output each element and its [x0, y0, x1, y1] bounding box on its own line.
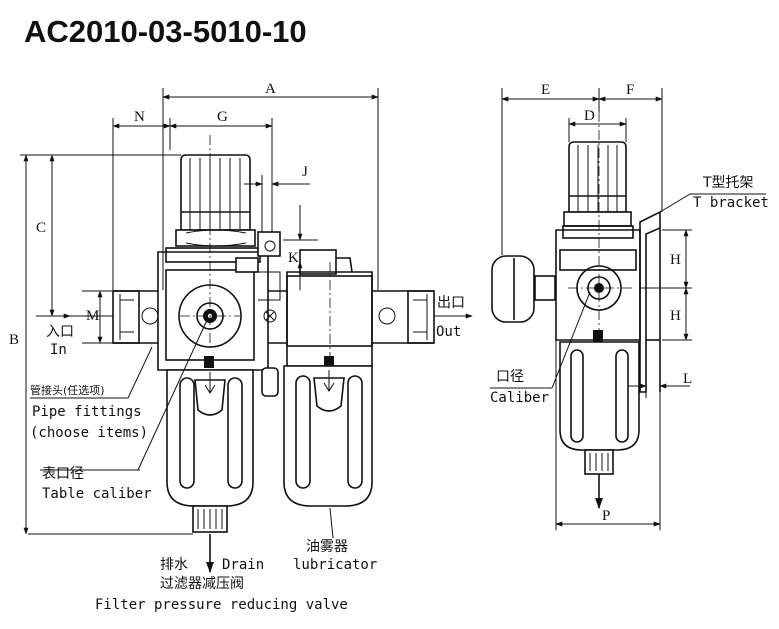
dim-E: E — [541, 82, 550, 98]
inlet-label-en: In — [50, 342, 67, 358]
table-caliber-label-cn: 表口径 — [42, 466, 84, 482]
outlet-label-en: Out — [436, 324, 461, 340]
dim-B: B — [9, 332, 19, 348]
pipe-fittings-label-cn: 管接头(任选项) — [30, 383, 105, 397]
outlet-label-cn: 出口 — [437, 295, 465, 311]
caliber-label-cn: 口径 — [496, 369, 524, 385]
caliber-label-en: Caliber — [490, 390, 549, 406]
dim-C: C — [36, 220, 46, 236]
filter-label-cn: 过滤器减压阀 — [160, 576, 244, 592]
dim-F: F — [626, 82, 634, 98]
dim-L: L — [683, 371, 692, 387]
dim-K: K — [288, 250, 299, 266]
dim-H2: H — [670, 308, 681, 324]
dim-D: D — [584, 108, 595, 124]
drain-label-cn: 排水 — [160, 557, 188, 573]
t-bracket — [639, 210, 661, 393]
front-view: A N G J K B C M — [9, 81, 473, 613]
lubricator-label-cn: 油雾器 — [306, 539, 348, 555]
dim-G: G — [217, 109, 228, 125]
side-knob — [563, 141, 632, 227]
side-body — [555, 112, 641, 342]
lubricator-unit — [283, 249, 373, 507]
pressure-gauge — [491, 255, 556, 323]
regulator-knob — [175, 154, 256, 247]
side-bowl — [559, 341, 640, 475]
inlet-label-cn: 入口 — [46, 324, 74, 340]
side-leader-lines — [490, 193, 766, 389]
filter-bowl — [166, 356, 254, 533]
lubricator-label-en: lubricator — [293, 557, 377, 573]
front-dimensions: A N G J K B C M — [9, 81, 379, 535]
drain-label-en: Drain — [222, 557, 264, 573]
pipe-fittings-label-en1: Pipe fittings — [32, 404, 142, 420]
dim-M: M — [86, 308, 99, 324]
model-title: AC2010-03-5010-10 — [24, 14, 307, 49]
regulator-body — [157, 135, 281, 397]
bracket-label-cn: T型托架 — [702, 175, 754, 191]
dim-J: J — [302, 164, 308, 180]
table-caliber-label-en: Table caliber — [42, 486, 152, 502]
dim-N: N — [134, 109, 145, 125]
leader-lines — [30, 317, 334, 539]
bracket-label-en: T bracket — [693, 195, 769, 211]
pipe-fittings-label-en2: (choose items) — [30, 425, 148, 441]
dim-A: A — [265, 81, 276, 97]
side-view: E F D H H L P — [490, 82, 769, 530]
dim-P: P — [602, 508, 610, 524]
side-dimensions: E F D H H L P — [501, 82, 692, 530]
dim-H1: H — [670, 252, 681, 268]
filter-label-en: Filter pressure reducing valve — [95, 597, 348, 613]
